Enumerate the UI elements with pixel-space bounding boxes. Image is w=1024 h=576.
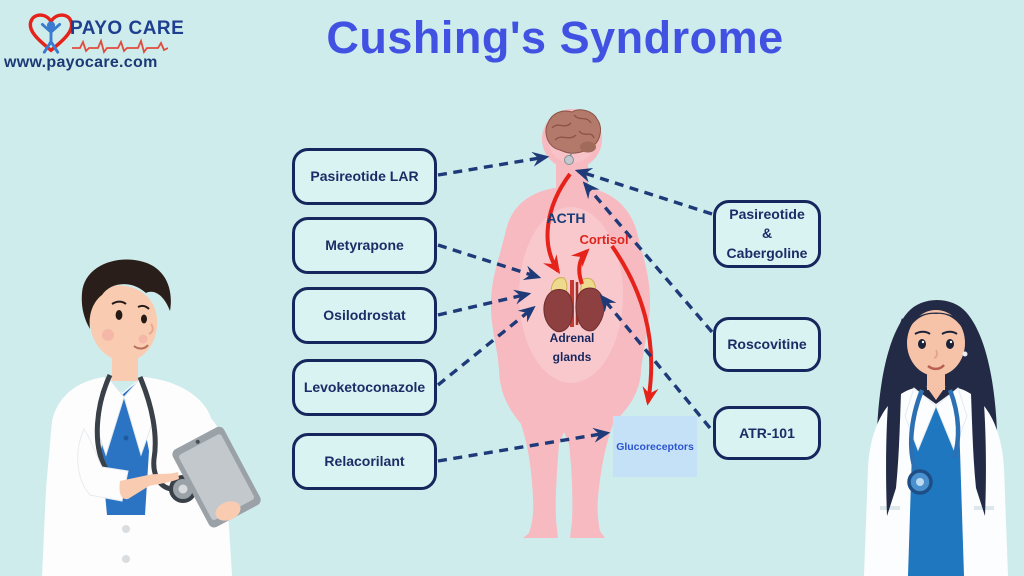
acth-label: ACTH xyxy=(546,210,586,226)
adrenal-glands-label: Adrenal glands xyxy=(549,331,595,364)
arrow-relacorilant xyxy=(437,427,611,463)
pituitary-gland xyxy=(564,155,574,165)
med-box-osilodrostat: Osilodrostat xyxy=(292,287,437,344)
med-box-levoketoconazole: Levoketoconazole xyxy=(292,359,437,416)
website-link[interactable]: www.payocare.com xyxy=(4,54,158,71)
adrenal-glands-illustration xyxy=(543,277,605,333)
cortisol-up-arrow xyxy=(570,248,590,285)
arrow-pasireotide-lar xyxy=(437,151,550,177)
arrow-levoketoconazole xyxy=(436,305,536,387)
glucoreceptors-label: Glucoreceptors xyxy=(616,440,694,453)
acth-arrow xyxy=(543,172,572,275)
medication-arrows xyxy=(436,151,714,463)
glucoreceptors-box: Glucoreceptors xyxy=(613,416,697,477)
female-doctor-illustration xyxy=(864,300,1008,576)
cortisol-to-glucoreceptors-arrow xyxy=(610,244,659,406)
brand-logo: PAYO CARE www.payocare.com xyxy=(4,8,246,78)
arrow-metyrapone xyxy=(437,243,542,280)
page-title: Cushing's Syndrome xyxy=(326,12,784,63)
tablet[interactable] xyxy=(170,425,263,530)
heart-logo-icon xyxy=(28,13,74,54)
ekg-line-icon xyxy=(72,38,168,54)
med-box-pasireotide-lar: Pasireotide LAR xyxy=(292,148,437,205)
med-box-metyrapone: Metyrapone xyxy=(292,217,437,274)
brain-illustration xyxy=(545,109,601,165)
arrow-atr-101 xyxy=(599,294,712,430)
med-box-pasireotide-cabergoline: Pasireotide & Cabergoline xyxy=(713,200,821,268)
brand-name: PAYO CARE xyxy=(70,18,185,39)
med-box-roscovitine: Roscovitine xyxy=(713,317,821,372)
earring xyxy=(962,351,968,357)
male-doctor-illustration xyxy=(42,259,263,576)
med-box-atr-101: ATR-101 xyxy=(713,406,821,460)
arrow-roscovitine xyxy=(582,181,714,334)
cortisol-label: Cortisol xyxy=(579,232,629,247)
med-box-relacorilant: Relacorilant xyxy=(292,433,437,490)
hormone-arrows xyxy=(543,172,659,406)
arrow-pasireotide-cabergoline xyxy=(574,168,713,216)
